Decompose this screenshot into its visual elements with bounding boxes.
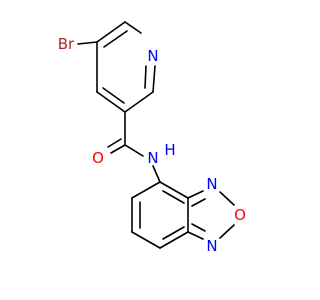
bond-b3-b4 <box>159 231 189 249</box>
bond-b6-b1 <box>131 181 161 199</box>
bond-c1-n <box>124 21 142 34</box>
bond-o-nbottom <box>219 224 235 239</box>
amide-nitrogen-label: N <box>147 149 158 167</box>
oxadiazole-oxygen-label: O <box>234 206 246 224</box>
bond-n-c6 <box>152 65 156 93</box>
molecule-structure: Br N O N H N O N <box>58 21 246 255</box>
oxadiazole-bottom-nitrogen-label: N <box>206 237 217 255</box>
bond-c5-c4 <box>96 91 126 113</box>
amide-hydrogen-label: H <box>164 141 175 159</box>
bonds <box>77 21 235 249</box>
bond-b3-b4-inner <box>162 226 185 240</box>
carbonyl-oxygen-label: O <box>92 149 104 167</box>
pyridine-nitrogen-label: N <box>147 47 158 65</box>
atom-labels: Br N O N H N O N <box>58 35 246 255</box>
bromine-label: Br <box>58 35 75 53</box>
bond-carbonyl-o <box>110 144 126 154</box>
bond-b2-ntop-inner <box>191 198 206 207</box>
bond-b1-b2-inner <box>162 190 185 204</box>
bond-c1-c2 <box>96 21 126 43</box>
bond-b1-b2 <box>159 181 189 199</box>
bond-n-benzo <box>152 165 161 183</box>
bond-ntop-o <box>219 191 235 206</box>
bond-carbonyl-n <box>124 144 144 157</box>
bond-c2-br <box>77 41 98 45</box>
bond-b4-b5 <box>131 231 161 249</box>
bond-c5-c4-inner <box>102 87 125 104</box>
bond-c1-c2-inner <box>103 30 128 48</box>
bond-carbonyl-o-inner <box>107 138 122 148</box>
bond-c6-c5 <box>124 91 154 113</box>
bond-b2-ntop <box>187 190 204 199</box>
bond-nbottom-b3-inner <box>191 223 206 232</box>
bond-n-c6-inner <box>144 65 147 89</box>
oxadiazole-top-nitrogen-label: N <box>206 175 217 193</box>
bond-nbottom-b3 <box>187 231 204 240</box>
